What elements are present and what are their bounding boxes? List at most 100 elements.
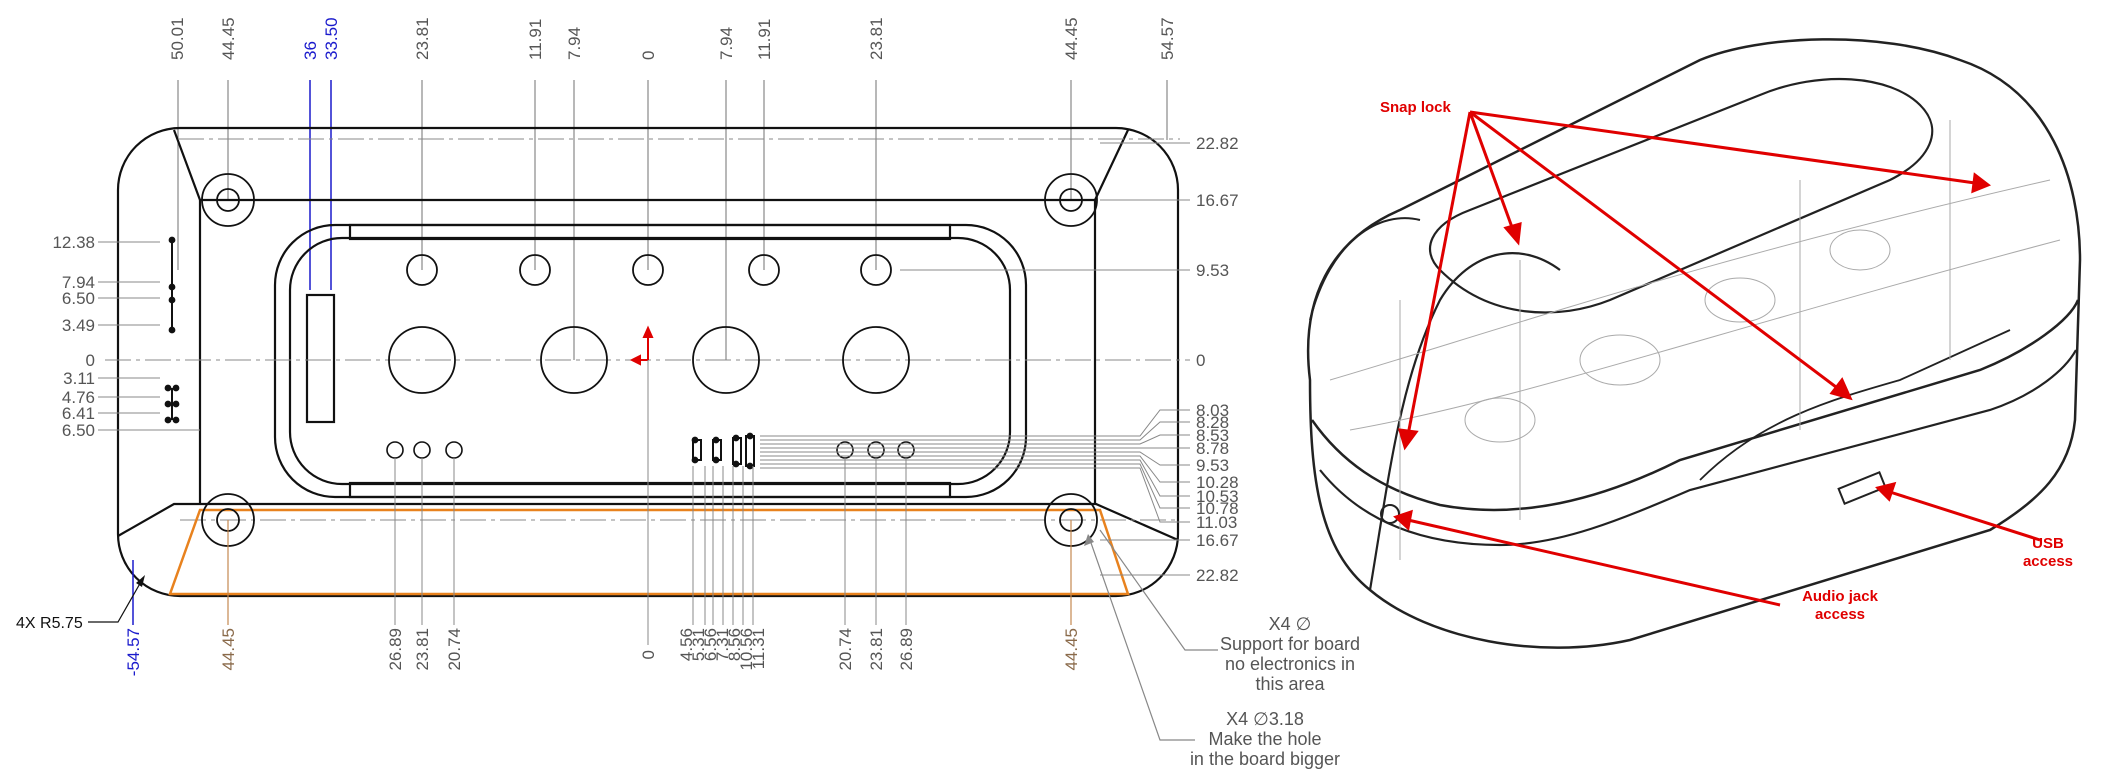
right-dim-label: 22.82 [1196, 566, 1239, 585]
left-dim-label: 7.94 [62, 273, 95, 292]
left-pins [164, 236, 180, 424]
snap-lock-label: Snap lock [1380, 99, 1452, 116]
right-dim-label: 10.78 [1196, 499, 1239, 518]
bottom-dim-label: 20.74 [445, 628, 464, 671]
support-note-line: X4 ∅ [1269, 614, 1312, 634]
right-dim-label: 16.67 [1196, 531, 1239, 550]
bottom-dimension-lines [394, 360, 907, 645]
right-dim-label: 10.53 [1196, 487, 1239, 506]
bottom-dim-label: 11.31 [749, 628, 768, 669]
audio-label-line2: access [1815, 606, 1865, 623]
top-dim-label: 0 [639, 51, 658, 60]
technical-drawing: 50.01 44.45 36 33.50 23.81 11.91 7.94 0 … [16, 17, 1360, 769]
bottom-dim-label: 26.89 [897, 628, 916, 671]
support-note: X4 ∅ Support for board no electronics in… [1220, 614, 1360, 694]
right-dim-label: 16.67 [1196, 191, 1239, 210]
render-seam [1310, 299, 2080, 512]
bottom-dim-label: 6.56 [701, 628, 720, 661]
top-dim-label: 7.94 [565, 27, 584, 60]
bottom-dim-label: 10.56 [737, 628, 756, 671]
bottom-dim-label: 7.31 [713, 628, 732, 661]
hole-note-line: X4 ∅3.18 [1226, 709, 1304, 729]
usb-label-line1: USB [2032, 535, 2064, 552]
top-dim-label: 54.57 [1158, 17, 1177, 60]
bottom-dim-label: 23.81 [413, 628, 432, 671]
right-dimension-labels: 22.82 16.67 9.53 0 8.03 8.28 8.53 8.78 9… [1196, 134, 1239, 585]
right-dim-label: 8.53 [1196, 426, 1229, 445]
top-dimension-labels: 50.01 44.45 36 33.50 23.81 11.91 7.94 0 … [168, 17, 1177, 60]
left-dimension-labels: 12.38 7.94 6.50 3.49 0 3.11 4.76 6.41 6.… [52, 233, 95, 440]
right-dimension-leaders [760, 142, 1190, 576]
left-dim-label: 6.50 [62, 421, 95, 440]
usb-label-line2: access [2023, 553, 2073, 570]
hole-note-leader [1089, 539, 1195, 741]
blue-dimension-lines [309, 80, 332, 290]
right-dim-label: 10.28 [1196, 473, 1239, 492]
support-note-line: this area [1255, 674, 1325, 694]
render-rear-lobe [1309, 217, 1421, 321]
right-dim-label: 9.53 [1196, 261, 1229, 280]
right-dim-label: 11.03 [1196, 513, 1237, 532]
origin-marker [629, 325, 654, 366]
render-body [1306, 38, 2082, 649]
bottom-dim-label: 5.31 [689, 628, 708, 661]
right-dim-label: 9.53 [1196, 456, 1229, 475]
left-dim-label: 6.50 [62, 289, 95, 308]
top-dim-label: 23.81 [413, 17, 432, 60]
bottom-dim-label: 23.81 [867, 628, 886, 671]
support-note-line: Support for board [1220, 634, 1360, 654]
right-dim-label: 8.28 [1196, 413, 1229, 432]
radius-leader [88, 579, 143, 623]
top-dim-label: 50.01 [168, 17, 187, 60]
audio-jack [1380, 504, 1400, 524]
top-dim-label: 7.94 [717, 27, 736, 60]
hole-note: X4 ∅3.18 Make the hole in the board bigg… [1190, 709, 1340, 769]
top-dim-label: 23.81 [867, 17, 886, 60]
top-dimension-lines [177, 80, 1168, 360]
bottom-dim-label: 0 [639, 650, 658, 659]
top-hole-row [406, 254, 892, 286]
bottom-dim-label: 20.74 [836, 628, 855, 671]
top-dim-label: 11.91 [526, 19, 545, 60]
bottom-dim-label: -54.57 [124, 628, 143, 676]
render-top-cap [1429, 77, 1934, 314]
hole-note-line: in the board bigger [1190, 749, 1340, 769]
annotation-arrows [1393, 110, 2041, 607]
hole-note-arrow [1084, 534, 1094, 546]
audio-label-line1: Audio jack [1802, 588, 1879, 605]
usb-port [1837, 471, 1887, 505]
right-dim-label: 8.78 [1196, 439, 1229, 458]
pin-header [691, 432, 755, 470]
bottom-dim-label: 44.45 [219, 628, 238, 671]
right-dim-label: 22.82 [1196, 134, 1239, 153]
radius-arrow [136, 575, 145, 587]
bottom-dim-label: 8.56 [725, 628, 744, 661]
top-dim-label: 44.45 [1062, 17, 1081, 60]
right-dim-label: 8.03 [1196, 401, 1229, 420]
left-dim-label: 3.11 [63, 369, 95, 388]
render-side-curve-right [1699, 329, 2011, 481]
bottom-dim-label: 44.45 [1062, 628, 1081, 671]
left-dim-label: 6.41 [62, 404, 95, 423]
large-holes [388, 326, 910, 394]
housing-outline [116, 126, 1180, 598]
board-support-outline [168, 508, 1130, 596]
top-dim-label: 33.50 [322, 17, 341, 60]
orange-dimension-lines [227, 520, 1072, 625]
support-note-line: no electronics in [1225, 654, 1355, 674]
left-dim-label: 12.38 [52, 233, 95, 252]
bottom-dim-label: 4.56 [677, 628, 696, 661]
bottom-dimension-labels: -54.57 44.45 26.89 23.81 20.74 0 4.56 5.… [124, 628, 1081, 676]
left-dim-label: 4.76 [62, 388, 95, 407]
right-dim-label: 0 [1196, 351, 1205, 370]
left-dim-label: 3.49 [62, 316, 95, 335]
render-internal-lines [1329, 120, 2061, 560]
top-dim-label: 36 [301, 41, 320, 60]
radius-callout: 4X R5.75 [16, 615, 83, 632]
top-dim-label: 44.45 [219, 17, 238, 60]
left-dim-label: 0 [86, 351, 95, 370]
left-dimension-leaders [98, 241, 200, 431]
enclosure-render [1306, 38, 2082, 649]
bottom-dim-label: 26.89 [386, 628, 405, 671]
